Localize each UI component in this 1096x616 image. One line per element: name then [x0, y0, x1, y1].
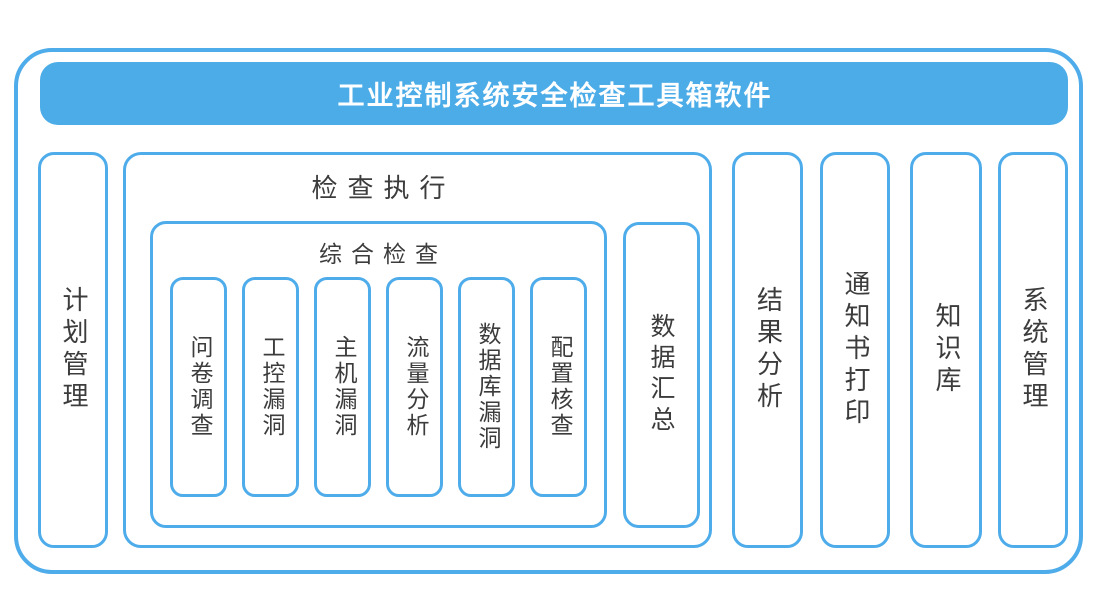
configuration-check-label: 配置核查: [546, 335, 572, 439]
notice-printing-label: 通知书打印: [840, 270, 870, 430]
leaf-database-vulnerability: 数据库漏洞: [458, 277, 515, 497]
questionnaire-survey-label: 问卷调查: [186, 335, 212, 439]
traffic-analysis-label: 流量分析: [402, 335, 428, 439]
module-inspection-execution: 检查执行 综合检查 问卷调查 工控漏洞 主机漏洞: [123, 152, 712, 548]
host-vulnerability-label: 主机漏洞: [330, 335, 356, 439]
database-vulnerability-label: 数据库漏洞: [474, 322, 500, 452]
result-analysis-label: 结果分析: [752, 286, 783, 414]
title-bar: 工业控制系统安全检查工具箱软件: [40, 62, 1068, 125]
group-comprehensive-inspection: 综合检查 问卷调查 工控漏洞 主机漏洞 流量分析: [150, 221, 607, 528]
leaf-configuration-check: 配置核查: [530, 277, 587, 497]
module-result-analysis: 结果分析: [732, 152, 803, 548]
leaf-questionnaire-survey: 问卷调查: [170, 277, 227, 497]
toolbox-frame: 工业控制系统安全检查工具箱软件 计划管理 检查执行 综合检查 问卷调查 工控漏洞: [14, 48, 1083, 574]
inspection-execution-label: 检查执行: [311, 174, 456, 204]
module-system-management: 系统管理: [998, 152, 1068, 548]
comprehensive-inspection-label: 综合检查: [319, 242, 447, 268]
module-plan-management: 计划管理: [38, 152, 108, 548]
leaf-traffic-analysis: 流量分析: [386, 277, 443, 497]
module-data-summary: 数据汇总: [623, 222, 700, 528]
leaf-ics-vulnerability: 工控漏洞: [242, 277, 299, 497]
ics-vulnerability-label: 工控漏洞: [258, 335, 284, 439]
knowledge-base-label: 知识库: [931, 302, 961, 398]
module-columns: 计划管理 检查执行 综合检查 问卷调查 工控漏洞 主机漏洞: [18, 152, 1079, 548]
plan-management-label: 计划管理: [58, 286, 88, 414]
module-knowledge-base: 知识库: [910, 152, 982, 548]
module-notice-printing: 通知书打印: [820, 152, 890, 548]
system-management-label: 系统管理: [1018, 286, 1048, 414]
diagram-title: 工业控制系统安全检查工具箱软件: [337, 81, 773, 112]
leaf-host-vulnerability: 主机漏洞: [314, 277, 371, 497]
data-summary-label: 数据汇总: [647, 313, 676, 437]
comprehensive-inspection-items: 问卷调查 工控漏洞 主机漏洞 流量分析 数据库漏洞: [153, 277, 604, 497]
